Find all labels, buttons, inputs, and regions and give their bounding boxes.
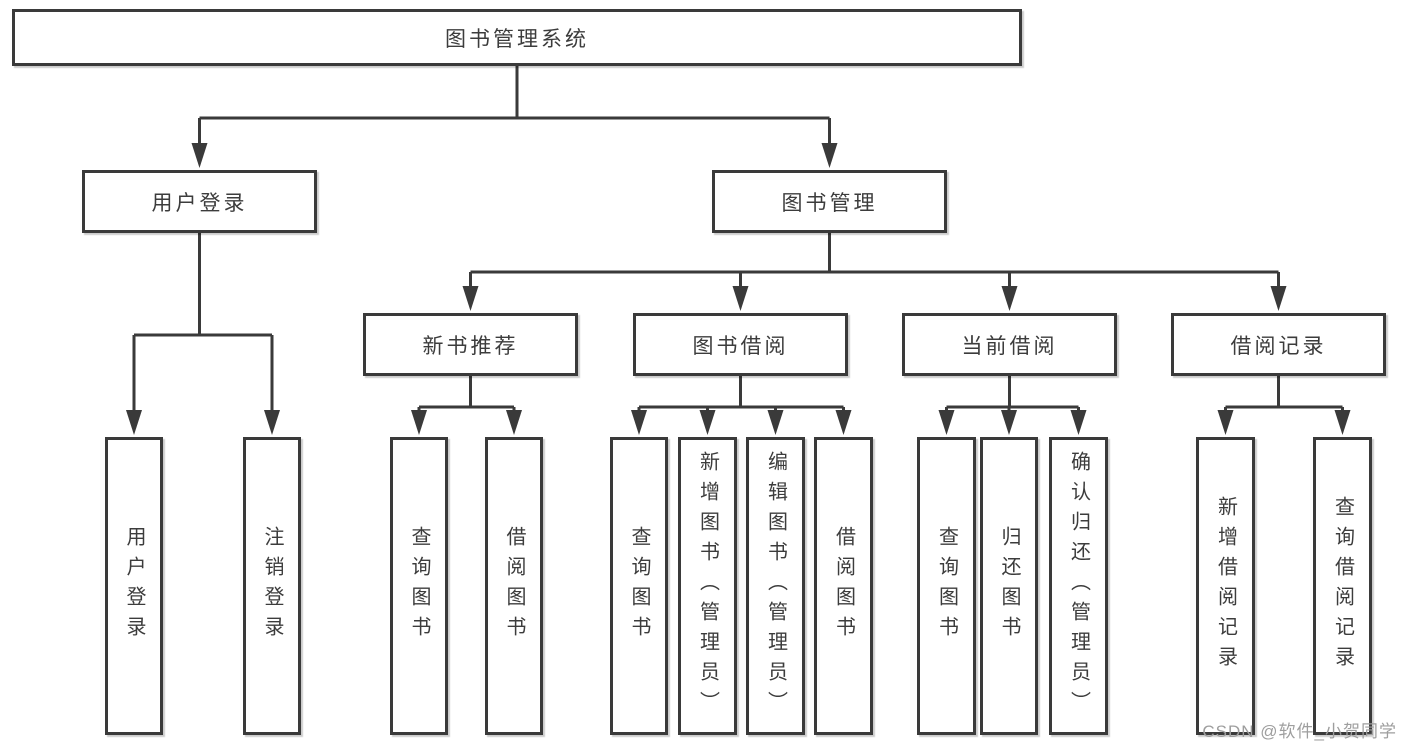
- arrowhead: [506, 410, 522, 435]
- node-root-system: 图书管理系统: [12, 9, 1022, 66]
- connector-book-borrow-to-leaves: [631, 376, 852, 435]
- leaf-label: 编辑图书（管理员）: [764, 451, 787, 721]
- node-borrow-records: 借阅记录: [1171, 313, 1386, 376]
- arrowhead: [1334, 410, 1351, 435]
- arrowhead: [1070, 410, 1087, 435]
- node-label: 新书推荐: [422, 334, 519, 358]
- node-book-borrow: 图书借阅: [633, 313, 848, 376]
- arrowhead: [699, 410, 716, 435]
- leaf-add-borrow-record: 新增借阅记录: [1196, 437, 1255, 735]
- node-current-borrow: 当前借阅: [902, 313, 1117, 376]
- arrowhead: [264, 410, 280, 435]
- connector-current-borrow-to-leaves: [938, 376, 1087, 435]
- leaf-label: 新增借阅记录: [1214, 496, 1237, 676]
- node-new-book-recommend: 新书推荐: [363, 313, 578, 376]
- arrowhead: [1001, 286, 1018, 311]
- leaf-query-book-borrow: 查询图书: [610, 437, 668, 735]
- arrowhead: [821, 143, 838, 168]
- leaf-label: 注销登录: [261, 526, 283, 646]
- leaf-query-book-recommend: 查询图书: [390, 437, 448, 735]
- arrowhead: [1001, 410, 1017, 435]
- node-label: 用户登录: [151, 191, 248, 215]
- arrowhead: [938, 410, 955, 435]
- arrowhead: [126, 410, 142, 435]
- arrowhead: [411, 410, 427, 435]
- arrowhead: [835, 410, 852, 435]
- leaf-label: 新增图书（管理员）: [696, 451, 719, 721]
- leaf-query-book-current: 查询图书: [917, 437, 976, 735]
- leaf-label: 查询图书: [935, 526, 958, 646]
- connector-root-to-level2: [191, 66, 838, 168]
- leaf-confirm-return-admin: 确认归还（管理员）: [1049, 437, 1108, 735]
- arrowhead: [767, 410, 784, 435]
- leaf-logout: 注销登录: [243, 437, 301, 735]
- leaf-label: 确认归还（管理员）: [1067, 451, 1090, 721]
- node-label: 当前借阅: [961, 334, 1058, 358]
- node-label: 图书借阅: [692, 334, 789, 358]
- node-user-login: 用户登录: [82, 170, 317, 233]
- node-label: 借阅记录: [1230, 334, 1327, 358]
- leaf-label: 归还图书: [998, 526, 1020, 646]
- leaf-query-borrow-record: 查询借阅记录: [1313, 437, 1372, 735]
- csdn-watermark: CSDN @软件_小贺同学: [1202, 722, 1397, 741]
- leaf-label: 查询图书: [408, 526, 430, 646]
- node-book-management: 图书管理: [712, 170, 947, 233]
- node-label: 图书管理系统: [445, 27, 589, 51]
- leaf-borrow-book: 借阅图书: [814, 437, 873, 735]
- arrowhead: [1270, 286, 1287, 311]
- leaf-label: 借阅图书: [503, 526, 525, 646]
- leaf-borrow-book-recommend: 借阅图书: [485, 437, 543, 735]
- leaf-label: 查询图书: [628, 526, 650, 646]
- leaf-user-login: 用户登录: [105, 437, 163, 735]
- leaf-label: 用户登录: [123, 526, 145, 646]
- node-label: 图书管理: [781, 191, 878, 215]
- arrowhead: [462, 286, 479, 311]
- leaf-label: 查询借阅记录: [1331, 496, 1354, 676]
- arrowhead: [631, 410, 647, 435]
- connector-borrow-records-to-leaves: [1217, 376, 1351, 435]
- arrowhead: [191, 143, 208, 168]
- connector-new-book-to-leaves: [411, 376, 522, 435]
- leaf-add-book-admin: 新增图书（管理员）: [678, 437, 737, 735]
- leaf-return-book: 归还图书: [980, 437, 1038, 735]
- leaf-label: 借阅图书: [832, 526, 855, 646]
- connector-book-mgmt-to-level3: [462, 233, 1287, 311]
- arrowhead: [1217, 410, 1234, 435]
- connector-user-login-to-leaves: [126, 233, 280, 435]
- arrowhead: [732, 286, 749, 311]
- leaf-edit-book-admin: 编辑图书（管理员）: [746, 437, 805, 735]
